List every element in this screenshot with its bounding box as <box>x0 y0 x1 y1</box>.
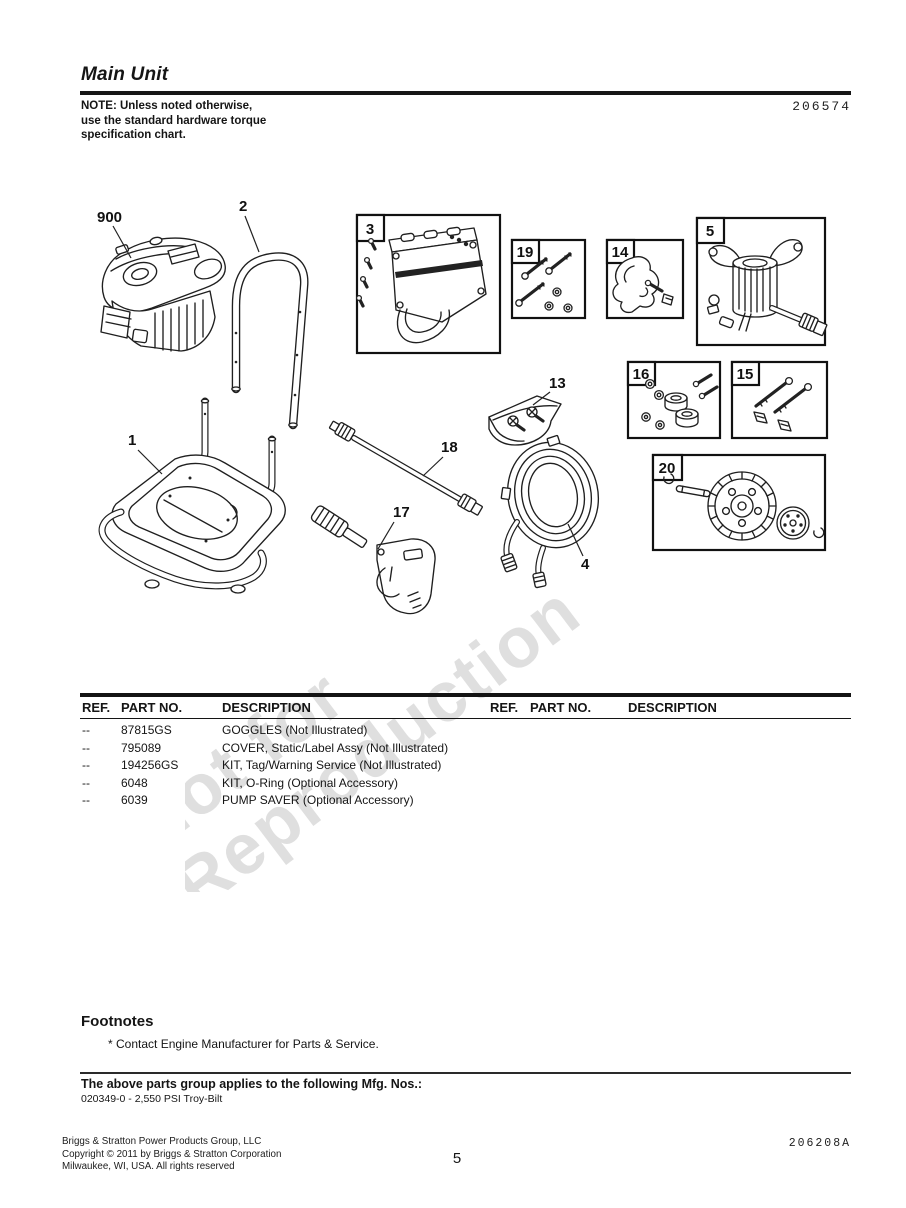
wand-drawing <box>328 420 483 516</box>
bolt-box <box>730 360 829 440</box>
cell-part: 6048 <box>121 775 148 790</box>
panel-kit-box <box>355 213 502 355</box>
col-ref-right: REF. <box>490 700 519 715</box>
table-row: -- 795089 COVER, Static/Label Assy (Not Il… <box>80 740 851 758</box>
table-row: -- 194256GS KIT, Tag/Warning Service (Not … <box>80 757 851 775</box>
engine-drawing <box>100 236 226 352</box>
mfg-models: 020349-0 - 2,550 PSI Troy-Bilt <box>81 1093 223 1105</box>
mfg-heading: The above parts group applies to the fol… <box>81 1077 422 1091</box>
col-desc-right: DESCRIPTION <box>628 700 717 715</box>
callout-1: 1 <box>128 432 136 449</box>
col-part-left: PART NO. <box>121 700 183 715</box>
parts-diagram: 900 2 <box>97 198 829 615</box>
cell-desc: KIT, Tag/Warning Service (Not Illustrate… <box>222 758 442 772</box>
table-row: -- 6039 PUMP SAVER (Optional Accessory) <box>80 792 851 810</box>
callout-19: 19 <box>517 244 534 261</box>
callout-14: 14 <box>612 244 629 261</box>
col-part-right: PART NO. <box>530 700 592 715</box>
gun-drawing <box>310 505 436 615</box>
callout-17: 17 <box>393 504 410 521</box>
cell-desc: PUMP SAVER (Optional Accessory) <box>222 793 414 807</box>
document-number-bottom: 206208A <box>788 1137 851 1150</box>
parts-table: REF. PART NO. DESCRIPTION REF. PART NO. … <box>80 693 851 810</box>
callout-13: 13 <box>549 375 566 392</box>
footer-company: Briggs & Stratton Power Products Group, … <box>62 1136 282 1173</box>
page-number: 5 <box>452 1150 462 1167</box>
callout-15: 15 <box>737 366 754 383</box>
pump-box <box>695 216 828 347</box>
cell-desc: GOGGLES (Not Illustrated) <box>222 723 368 737</box>
callout-18: 18 <box>441 439 458 456</box>
handle-drawing <box>231 252 309 430</box>
footnotes-heading: Footnotes <box>81 1013 154 1030</box>
cell-part: 87815GS <box>121 723 172 737</box>
table-row: -- 87815GS GOGGLES (Not Illustrated) <box>80 722 851 740</box>
cell-part: 795089 <box>121 740 162 755</box>
cell-part: 194256GS <box>121 758 179 772</box>
bushing-box <box>626 360 722 440</box>
table-row: -- 6048 KIT, O-Ring (Optional Accessory) <box>80 775 851 793</box>
hose-drawing <box>500 434 600 589</box>
page-title: Main Unit <box>81 64 169 85</box>
parts-table-left-body: -- 87815GS GOGGLES (Not Illustrated) -- 7950… <box>80 722 851 810</box>
callout-4: 4 <box>581 556 590 573</box>
callout-16: 16 <box>633 366 650 383</box>
cell-ref: -- <box>82 775 90 790</box>
footnotes-section: Footnotes * Contact Engine Manufacturer … <box>81 1013 379 1051</box>
col-desc-left: DESCRIPTION <box>222 700 311 715</box>
fastener-box <box>510 238 587 320</box>
title-rule <box>80 91 851 95</box>
document-number-top: 206574 <box>792 99 851 114</box>
torque-note: NOTE: Unless noted otherwise, use the st… <box>81 100 267 141</box>
wheel-box <box>651 453 827 552</box>
cell-part: 6039 <box>121 793 148 807</box>
kit-bag-drawing <box>488 395 562 446</box>
callout-900: 900 <box>97 209 122 226</box>
table-top-rule <box>80 693 851 697</box>
mfg-rule <box>80 1072 851 1074</box>
cell-desc: COVER, Static/Label Assy (Not Illustrate… <box>222 740 449 755</box>
callout-2: 2 <box>239 198 247 215</box>
bracket-box <box>605 238 685 320</box>
callout-20: 20 <box>659 460 676 477</box>
col-ref-left: REF. <box>82 700 111 715</box>
footnotes-items: * Contact Engine Manufacturer for Parts … <box>108 1037 379 1051</box>
cell-ref: -- <box>82 723 90 737</box>
cell-ref: -- <box>82 740 90 755</box>
cell-ref: -- <box>82 793 90 807</box>
table-header: REF. PART NO. DESCRIPTION REF. PART NO. … <box>80 699 851 719</box>
cell-ref: -- <box>82 758 90 772</box>
callout-5: 5 <box>706 223 714 240</box>
frame-drawing <box>98 454 286 594</box>
cell-desc: KIT, O-Ring (Optional Accessory) <box>222 775 399 790</box>
callout-3: 3 <box>366 221 374 238</box>
